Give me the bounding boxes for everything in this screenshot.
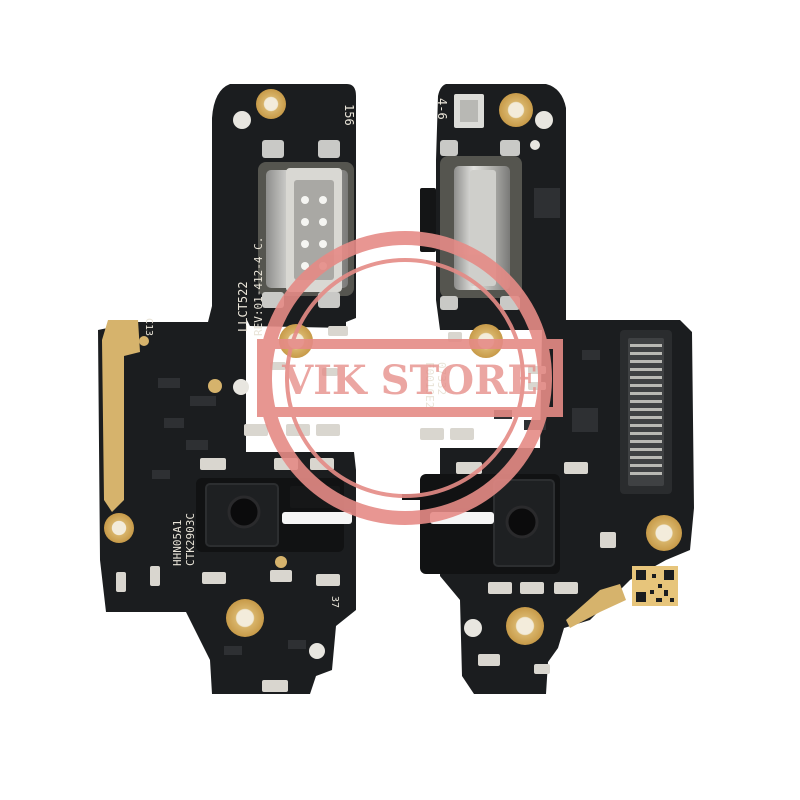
left-board-code: LLCT522 — [236, 281, 250, 332]
left-board-code: HHN05A1 — [171, 520, 184, 566]
right-board-code: F0010E2 — [423, 362, 436, 408]
right-charging-board: 4-6 07332 F0010E2 — [402, 84, 694, 694]
store-watermark: VIK STORE — [257, 231, 563, 525]
left-board-code: C13 — [143, 318, 154, 336]
watermark-text: VIK STORE — [281, 357, 538, 404]
left-gold-strip — [102, 320, 140, 512]
left-audio-jack — [196, 478, 352, 552]
left-board-code: REV:01-412-4 C. — [252, 237, 265, 336]
right-board-code: 07332 — [435, 362, 448, 395]
right-audio-jack — [402, 474, 560, 574]
left-board-code: 156 — [342, 104, 356, 126]
left-board-code: 37 — [329, 596, 340, 608]
right-gold-trace — [566, 584, 626, 628]
right-fpc-connector — [620, 330, 672, 494]
right-smd-components — [420, 332, 616, 674]
left-board-code: CTK2903C — [184, 513, 197, 566]
right-board-code: 4-6 — [435, 98, 449, 120]
right-qr-code — [632, 566, 678, 606]
